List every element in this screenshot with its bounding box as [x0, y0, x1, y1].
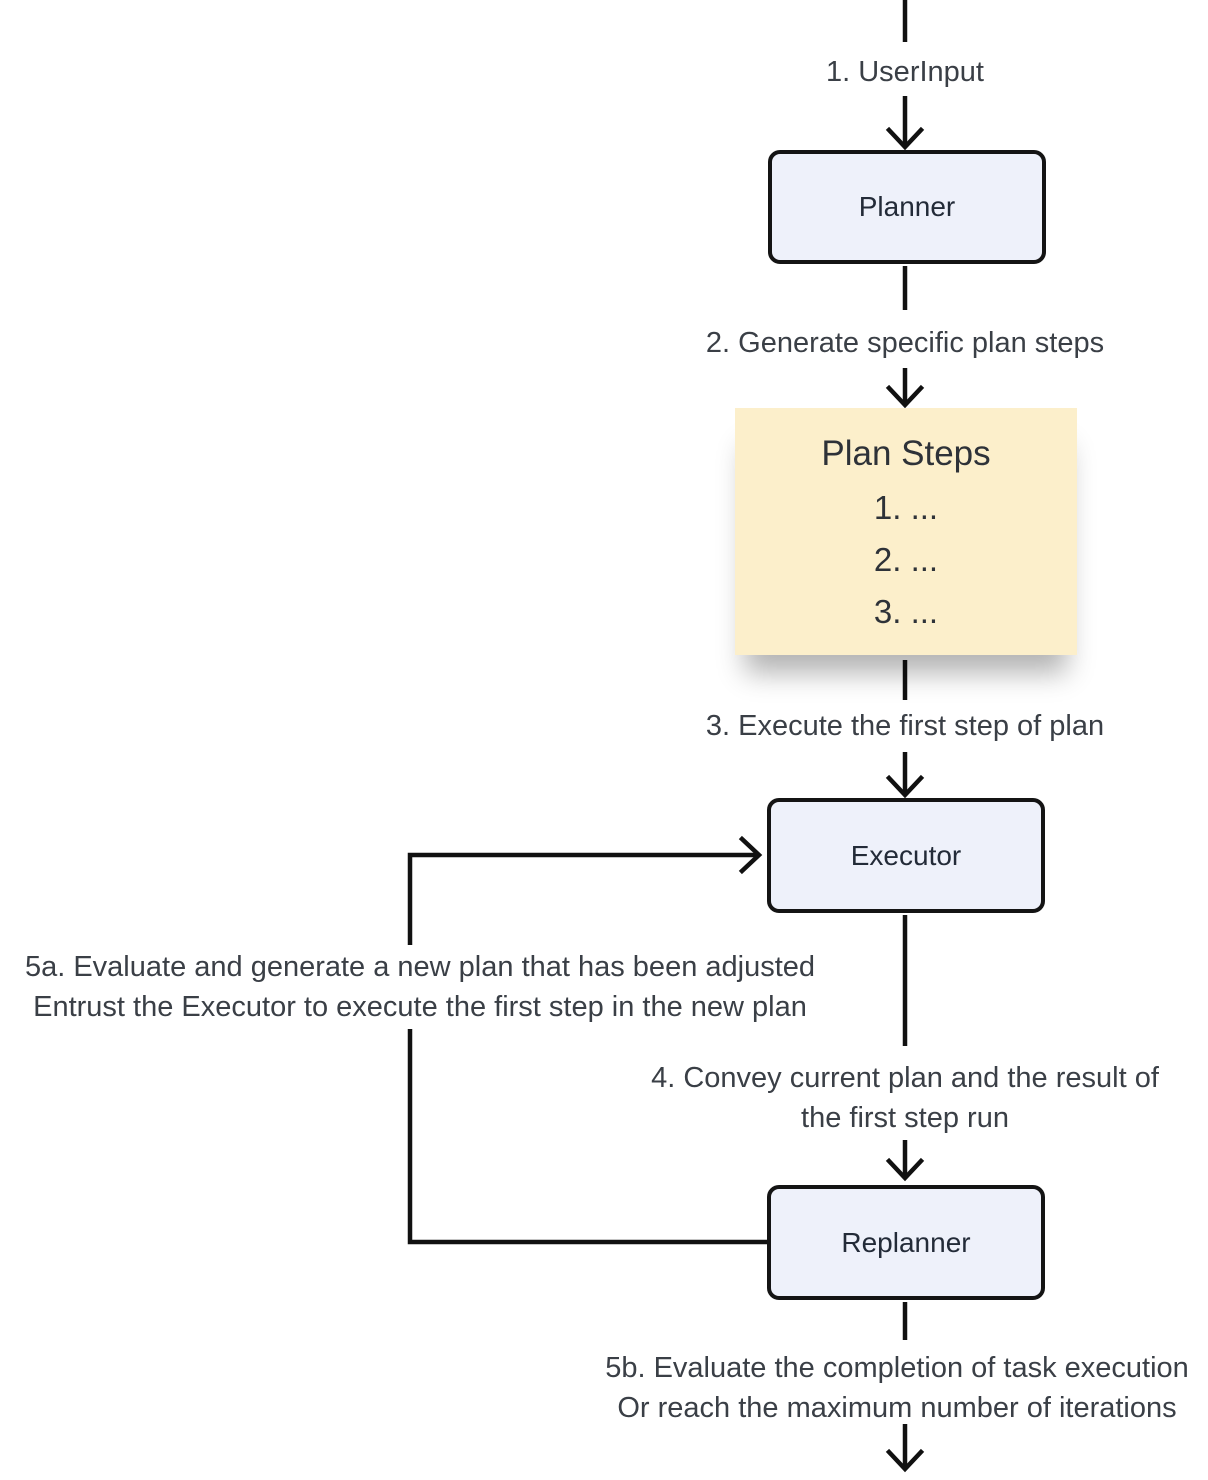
arrowhead-loop-into-executor-icon [738, 835, 763, 875]
edge-label-convey-line2: the first step run [801, 1102, 1009, 1134]
plan-steps-item: 1. ... [873, 489, 939, 526]
arrowhead-into-executor-icon [885, 774, 925, 799]
edge-replan-loop-line [407, 852, 767, 1245]
node-planner: Planner [768, 150, 1046, 264]
edge-label-execute-first-step: 3. Execute the first step of plan [705, 710, 1105, 742]
node-plan-steps: Plan Steps 1. ... 2. ... 3. ... [735, 408, 1077, 655]
edge-label-replan-loop-line2: Entrust the Executor to execute the firs… [33, 991, 807, 1023]
edge-label-convey-result: 4. Convey current plan and the result of… [575, 1058, 1208, 1138]
node-replanner: Replanner [767, 1185, 1045, 1300]
edge-label-replan-loop-line1: 5a. Evaluate and generate a new plan tha… [24, 951, 816, 983]
arrowhead-into-replanner-icon [885, 1157, 925, 1182]
edge-label-finish-line1: 5b. Evaluate the completion of task exec… [605, 1352, 1189, 1384]
edge-label-convey-line1: 4. Convey current plan and the result of [651, 1062, 1159, 1094]
edge-label-generate-plan-steps: 2. Generate specific plan steps [705, 327, 1105, 359]
edge-label-finish-line2: Or reach the maximum number of iteration… [617, 1392, 1177, 1424]
node-executor-label: Executor [850, 839, 962, 871]
node-replanner-label: Replanner [841, 1226, 971, 1258]
plan-steps-item: 2. ... [873, 541, 939, 578]
arrowhead-exit-icon [885, 1448, 925, 1473]
edge-label-replan-loop: 5a. Evaluate and generate a new plan tha… [0, 945, 840, 1029]
edge-label-user-input: 1. UserInput [826, 56, 984, 88]
arrowhead-into-plan-steps-icon [885, 384, 925, 409]
arrowhead-into-planner-icon [885, 126, 925, 151]
plan-steps-title: Plan Steps [821, 434, 991, 473]
node-planner-label: Planner [858, 191, 956, 222]
plan-steps-item: 3. ... [873, 593, 939, 630]
edge-label-finish: 5b. Evaluate the completion of task exec… [497, 1348, 1208, 1428]
node-executor: Executor [767, 798, 1045, 913]
